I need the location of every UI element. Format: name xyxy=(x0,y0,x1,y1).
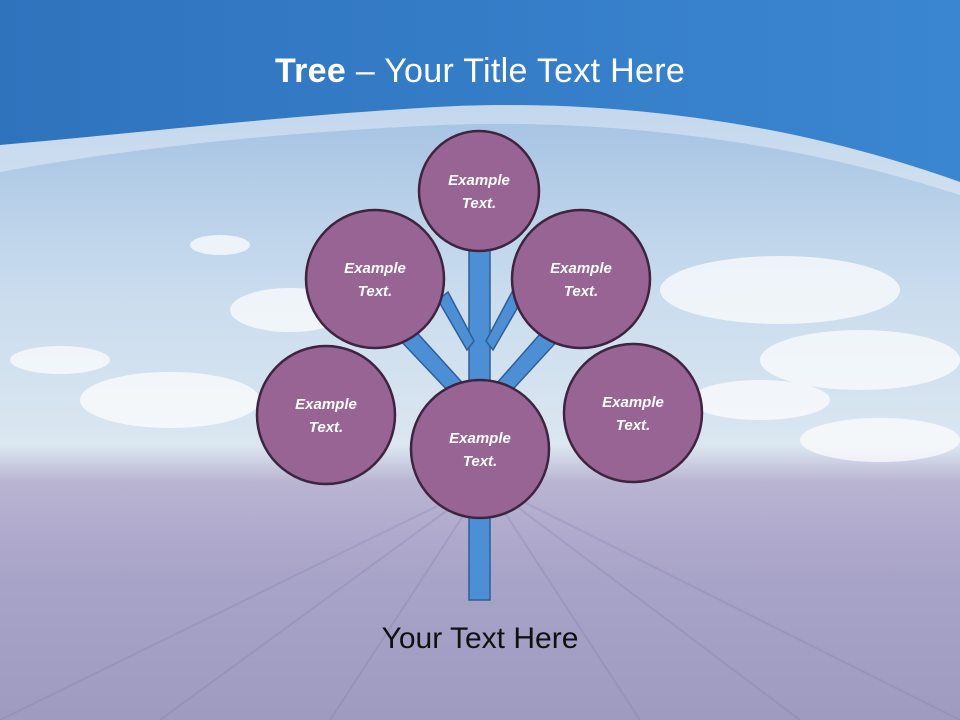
slide-caption: Your Text Here xyxy=(381,622,579,655)
tree-node-label: Text. xyxy=(564,283,598,300)
title-bold: Tree xyxy=(274,52,347,90)
clouds xyxy=(10,235,960,462)
tree-node-circle xyxy=(417,129,541,253)
tree-node-label: Example xyxy=(344,260,406,277)
tree-node-label: Example xyxy=(448,172,510,189)
tree-node-label: Text. xyxy=(358,283,392,300)
tree-node-circle xyxy=(510,208,652,350)
lavender-field xyxy=(0,489,960,720)
tree-node-circle xyxy=(304,208,446,350)
slide-title: Tree – Your Title Text Here xyxy=(0,52,960,91)
tree-node-label: Text. xyxy=(616,417,650,434)
tree-node-circle xyxy=(562,342,704,484)
tree-node-label: Text. xyxy=(463,453,497,470)
tree-node-label: Text. xyxy=(309,419,343,436)
tree-node-label: Text. xyxy=(462,195,496,212)
title-rest: – Your Title Text Here xyxy=(346,52,686,90)
tree-node-label: Example xyxy=(449,430,511,447)
tree-node-label: Example xyxy=(295,396,357,413)
header-band xyxy=(0,0,960,182)
tree-node-label: Example xyxy=(550,260,612,277)
tree-node-circle xyxy=(409,378,551,520)
header-arc xyxy=(0,104,960,195)
tree-node-circle xyxy=(255,344,397,486)
nodes-layer: ExampleText.ExampleText.ExampleText.Exam… xyxy=(255,129,704,520)
tree-node-label: Example xyxy=(602,394,664,411)
